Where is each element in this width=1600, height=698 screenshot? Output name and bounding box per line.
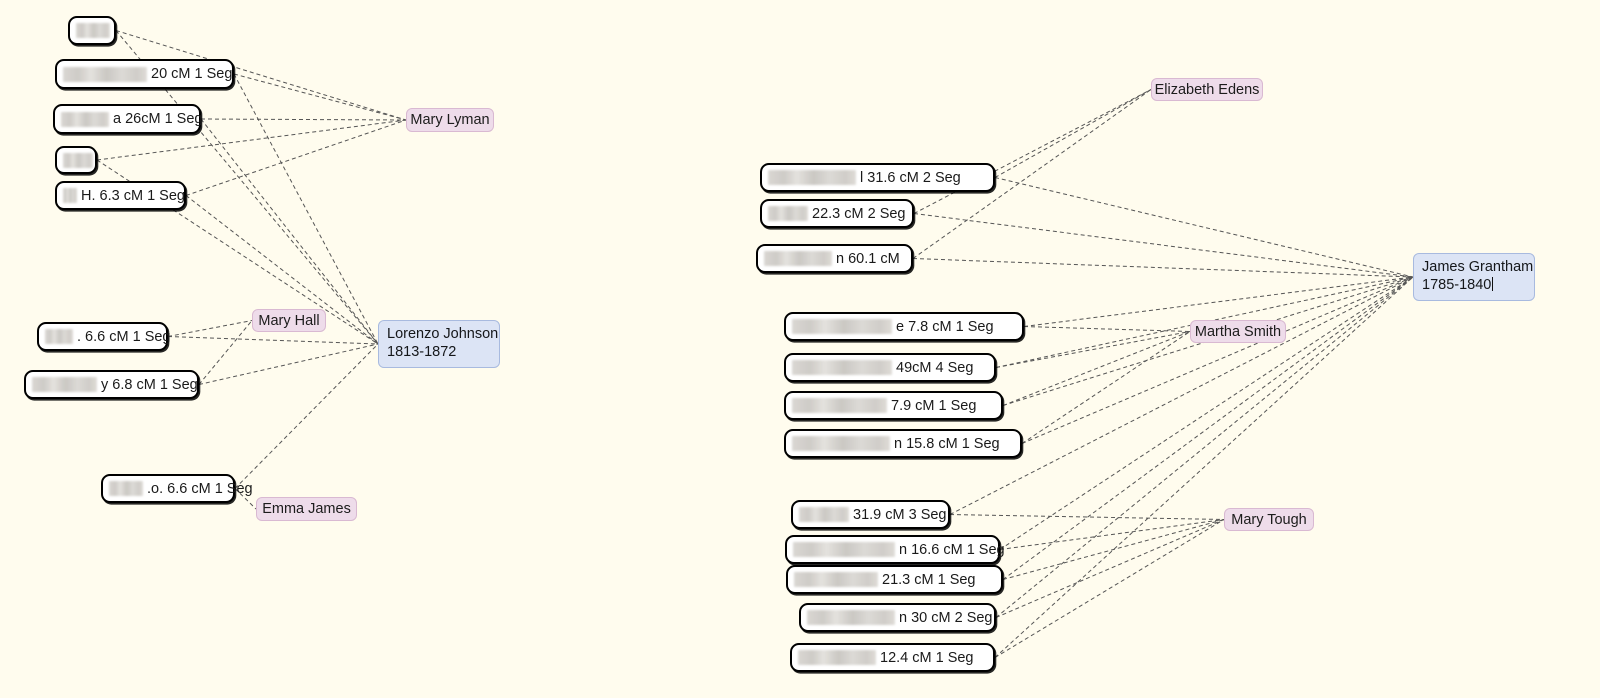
shared-dna-label: 7.9 cM 1 Seg <box>891 397 977 414</box>
edge-m09-to-elizabeth-edens <box>994 89 1152 178</box>
redacted-name-block <box>798 650 876 665</box>
edge-m09-to-james <box>994 177 1414 278</box>
shared-dna-label: 31.9 cM 3 Seg <box>853 506 947 523</box>
dna-match-box[interactable]: e 7.8 cM 1 Seg <box>784 312 1024 341</box>
edge-m20-to-mary-tough <box>994 519 1225 658</box>
dna-match-box[interactable]: 12.4 cM 1 Seg <box>790 643 995 672</box>
dna-match-box[interactable]: n 30 cM 2 Seg <box>799 603 996 632</box>
edge-m19-to-mary-tough <box>995 519 1225 618</box>
ancestor-node-elizabeth-edens[interactable]: Elizabeth Edens <box>1151 78 1263 101</box>
shared-dna-label: l 31.6 cM 2 Seg <box>860 169 961 186</box>
dna-match-box[interactable]: n 16.6 cM 1 Seg <box>785 535 1005 564</box>
redacted-name-block <box>792 436 890 451</box>
redacted-name-block <box>109 481 143 496</box>
dna-match-box[interactable]: 7.9 cM 1 Seg <box>784 391 1003 420</box>
dna-match-box[interactable] <box>55 146 97 174</box>
shared-dna-label: . 6.6 cM 1 Seg <box>77 328 171 345</box>
shared-dna-label: 12.4 cM 1 Seg <box>880 649 974 666</box>
edge-m18-to-mary-tough <box>1002 519 1225 580</box>
edge-m17-to-james <box>999 276 1414 550</box>
redacted-name-block <box>768 170 856 185</box>
redacted-name-block <box>793 542 895 557</box>
edge-m06-to-mary-hall <box>167 320 253 337</box>
edge-m10-to-james <box>913 213 1414 278</box>
edge-m03-to-mary-lyman <box>200 118 407 121</box>
shared-dna-label: a 26cM 1 Seg <box>113 111 203 127</box>
edge-m10-to-elizabeth-edens <box>913 89 1152 214</box>
redacted-name-block <box>764 251 832 266</box>
person-lifespan: 1813-1872 <box>387 344 457 360</box>
shared-dna-label: 20 cM 1 Seg <box>151 66 233 82</box>
edge-m07-to-lorenzo <box>198 343 379 385</box>
shared-dna-label: H. 6.3 cM 1 Seg <box>81 187 185 204</box>
redacted-name-block <box>799 507 849 522</box>
redacted-name-block <box>768 206 808 221</box>
edge-m14-to-martha-smith <box>1002 331 1191 406</box>
shared-dna-label: n 16.6 cM 1 Seg <box>899 541 1005 558</box>
dna-match-box[interactable]: n 15.8 cM 1 Seg <box>784 429 1022 458</box>
ancestor-node-emma-james[interactable]: Emma James <box>256 497 357 521</box>
shared-dna-label: n 30 cM 2 Seg <box>899 609 993 626</box>
edge-m12-to-martha-smith <box>1023 326 1191 332</box>
person-name: James Grantham <box>1422 259 1534 275</box>
ancestor-node-mary-tough[interactable]: Mary Tough <box>1224 508 1314 531</box>
redacted-name-block <box>76 23 110 38</box>
shared-dna-label: n 60.1 cM <box>836 250 900 267</box>
edge-m17-to-mary-tough <box>999 519 1225 550</box>
shared-dna-label: 49cM 4 Seg <box>896 359 974 376</box>
edge-m02-to-mary-lyman <box>233 73 407 121</box>
ancestor-node-martha-smith[interactable]: Martha Smith <box>1190 320 1286 343</box>
edge-m05-to-mary-lyman <box>185 119 407 196</box>
edge-m08-to-lorenzo <box>234 343 379 489</box>
redacted-name-block <box>807 610 895 625</box>
redacted-name-block <box>32 377 97 392</box>
dna-match-box[interactable]: . 6.6 cM 1 Seg <box>37 322 171 351</box>
redacted-name-block <box>61 111 109 127</box>
dna-match-box[interactable]: 22.3 cM 2 Seg <box>760 199 914 228</box>
edge-m02-to-lorenzo <box>233 73 379 345</box>
dna-match-box[interactable]: 21.3 cM 1 Seg <box>786 565 1003 594</box>
dna-match-box[interactable]: .o. 6.6 cM 1 Seg <box>101 474 253 503</box>
shared-dna-label: 21.3 cM 1 Seg <box>882 571 976 588</box>
ancestor-node-mary-lyman[interactable]: Mary Lyman <box>406 108 494 132</box>
redacted-name-block <box>792 319 892 334</box>
dna-match-box[interactable]: 20 cM 1 Seg <box>55 59 234 89</box>
shared-dna-label: .o. 6.6 cM 1 Seg <box>147 480 253 497</box>
ancestor-node-mary-hall[interactable]: Mary Hall <box>252 309 326 332</box>
person-lifespan: 1785-1840 <box>1422 277 1494 293</box>
dna-match-box[interactable]: H. 6.3 cM 1 Seg <box>55 181 186 210</box>
redacted-name-block <box>63 188 77 203</box>
dna-match-box[interactable] <box>68 16 116 45</box>
edge-m07-to-mary-hall <box>198 320 253 385</box>
redacted-name-block <box>63 152 93 168</box>
dna-match-box[interactable]: 31.9 cM 3 Seg <box>791 500 950 529</box>
shared-dna-label: y 6.8 cM 1 Seg <box>101 376 198 393</box>
person-node-lorenzo[interactable]: Lorenzo Johnson 1813-1872 <box>378 320 500 368</box>
redacted-name-block <box>792 398 887 413</box>
person-node-james[interactable]: James Grantham 1785-1840 <box>1413 253 1535 301</box>
edge-m06-to-lorenzo <box>167 336 379 345</box>
shared-dna-label: 22.3 cM 2 Seg <box>812 205 906 222</box>
edge-m15-to-martha-smith <box>1021 331 1191 444</box>
dna-match-box[interactable]: a 26cM 1 Seg <box>53 104 203 134</box>
edge-m15-to-james <box>1021 276 1414 444</box>
dna-match-box[interactable]: n 60.1 cM <box>756 244 913 273</box>
text-cursor <box>1492 277 1494 291</box>
person-name: Lorenzo Johnson <box>387 326 499 342</box>
shared-dna-label: e 7.8 cM 1 Seg <box>896 318 994 335</box>
redacted-name-block <box>63 66 147 82</box>
redacted-name-block <box>45 329 73 344</box>
dna-match-box[interactable]: 49cM 4 Seg <box>784 353 996 382</box>
dna-match-box[interactable]: l 31.6 cM 2 Seg <box>760 163 995 192</box>
edge-m11-to-james <box>912 258 1414 278</box>
redacted-name-block <box>792 360 892 375</box>
shared-dna-label: n 15.8 cM 1 Seg <box>894 435 1000 452</box>
dna-match-box[interactable]: y 6.8 cM 1 Seg <box>24 370 199 399</box>
redacted-name-block <box>794 572 878 587</box>
edge-m16-to-mary-tough <box>949 514 1225 520</box>
edge-m13-to-martha-smith <box>995 331 1191 368</box>
